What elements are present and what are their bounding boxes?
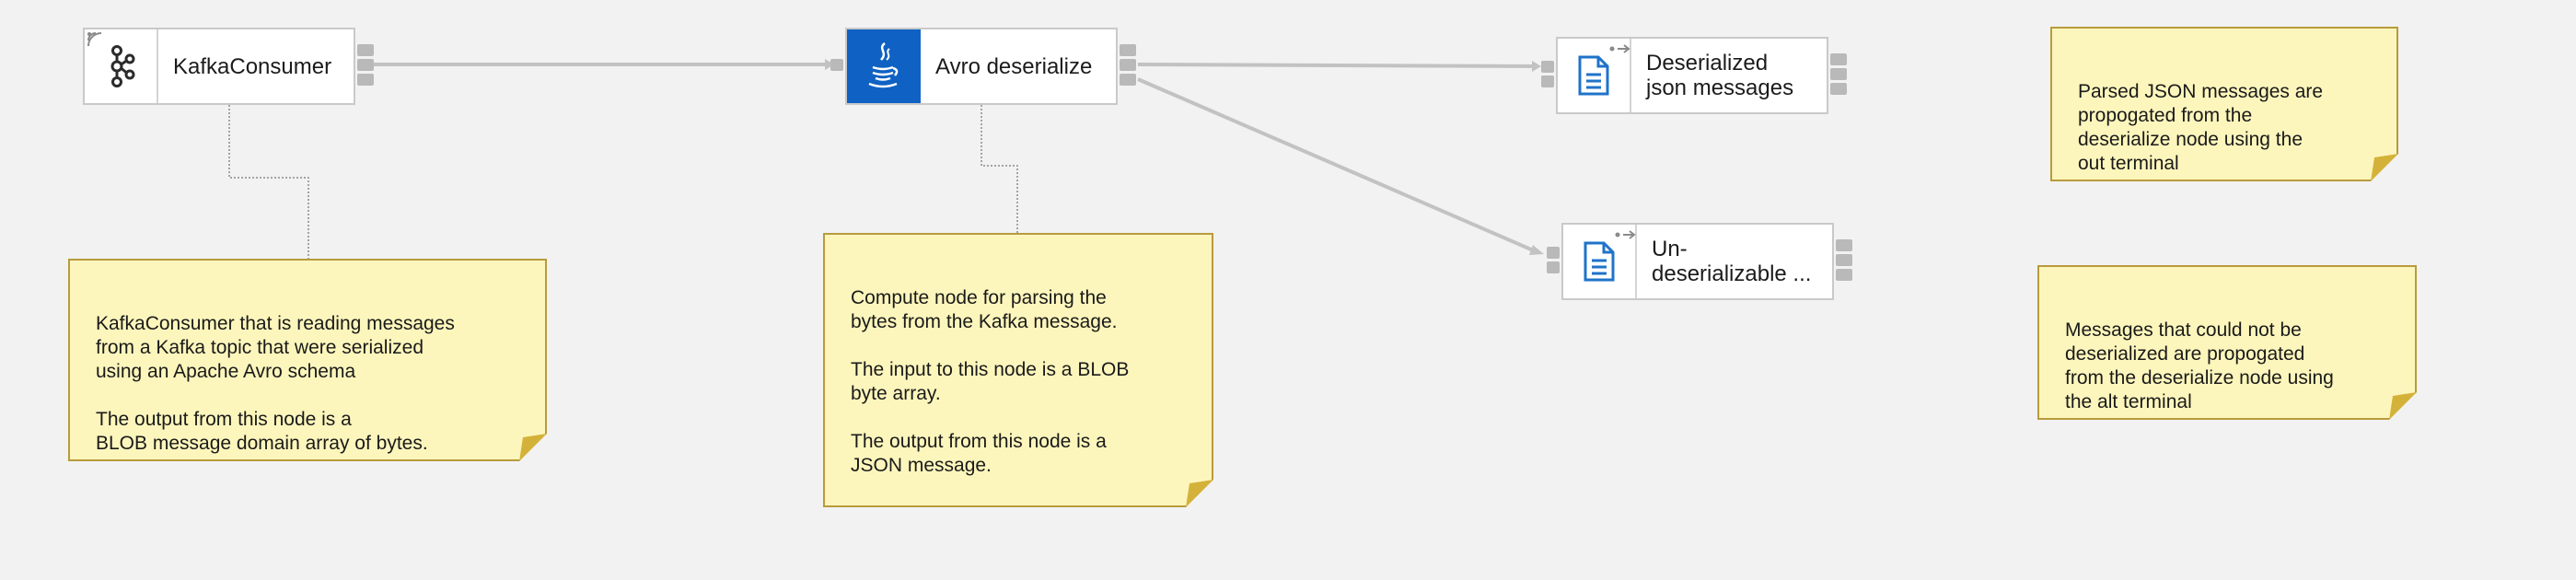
avro-alt-terminal[interactable] <box>1120 59 1136 71</box>
note-fold-corner <box>2389 392 2417 420</box>
failed-messages-note[interactable]: Messages that could not be deserialized … <box>2037 265 2417 420</box>
note-fold-corner <box>519 434 547 461</box>
java-cup-icon <box>868 42 899 88</box>
undeserializable-failure-terminal[interactable] <box>1836 254 1852 266</box>
kafka-out-terminal[interactable] <box>357 44 374 56</box>
avro-deserialize-node[interactable]: Avro deserialize <box>845 28 1118 105</box>
json-failure-terminal[interactable] <box>1830 68 1847 80</box>
compute-node-note[interactable]: Compute node for parsing the bytes from … <box>823 233 1213 507</box>
compute-note-connector <box>981 105 1018 233</box>
wire-kafka-to-avro-arrow <box>825 59 834 70</box>
input-signal-icon <box>87 32 102 47</box>
json-in-terminal-2[interactable] <box>1541 75 1554 87</box>
parsed-json-note[interactable]: Parsed JSON messages are propogated from… <box>2050 27 2398 181</box>
deserialized-json-node[interactable]: Deserialized json messages <box>1556 37 1828 114</box>
compute-node-note-text: Compute node for parsing the bytes from … <box>851 287 1130 476</box>
deserialized-json-label-line1: Deserialized <box>1646 51 1769 75</box>
avro-failure-terminal[interactable] <box>1120 74 1136 86</box>
json-node-icon-box <box>1558 39 1631 112</box>
kafka-icon <box>110 45 135 87</box>
output-arrow-icon <box>1615 230 1636 239</box>
document-icon <box>1584 241 1615 282</box>
kafka-node-icon-box <box>85 29 158 103</box>
deserialized-json-label-line2: json messages <box>1646 75 1794 100</box>
kafka-consumer-label: KafkaConsumer <box>173 53 332 79</box>
undeserializable-node[interactable]: Un- deserializable ... <box>1561 223 1834 300</box>
json-catch-terminal[interactable] <box>1830 83 1847 95</box>
deserialized-json-label: Deserialized json messages <box>1631 39 1803 112</box>
wire-avro-out-to-json[interactable] <box>1137 63 1536 68</box>
document-icon <box>1578 55 1609 96</box>
kafka-note-connector <box>228 105 309 259</box>
output-arrow-icon <box>1609 44 1630 53</box>
undeserializable-in-terminal-2[interactable] <box>1547 261 1560 273</box>
kafka-catch-terminal[interactable] <box>357 59 374 71</box>
undeserializable-label-line2: deserializable ... <box>1652 261 1812 286</box>
note-fold-corner <box>2371 154 2398 181</box>
kafka-consumer-node[interactable]: KafkaConsumer <box>83 28 355 105</box>
failed-messages-note-text: Messages that could not be deserialized … <box>2065 319 2334 412</box>
avro-in-terminal[interactable] <box>830 59 843 71</box>
wire-avro-out-arrow <box>1532 61 1541 72</box>
wire-avro-alt-to-undeserializable[interactable] <box>1137 77 1538 254</box>
undeserializable-catch-terminal[interactable] <box>1836 269 1852 281</box>
undeserializable-label-line1: Un- <box>1652 237 1688 261</box>
parsed-json-note-text: Parsed JSON messages are propogated from… <box>2078 81 2324 174</box>
undeserializable-label: Un- deserializable ... <box>1637 225 1820 298</box>
undeserializable-in-terminal[interactable] <box>1547 247 1560 259</box>
kafka-consumer-note[interactable]: KafkaConsumer that is reading messages f… <box>68 259 547 461</box>
kafka-consumer-note-text: KafkaConsumer that is reading messages f… <box>96 313 455 454</box>
avro-out-terminal[interactable] <box>1120 44 1136 56</box>
undeserializable-out-terminal[interactable] <box>1836 239 1852 251</box>
note-fold-corner <box>1186 480 1213 507</box>
avro-deserialize-label: Avro deserialize <box>935 53 1093 79</box>
kafka-failure-terminal[interactable] <box>357 74 374 86</box>
wire-avro-alt-arrow <box>1529 245 1544 255</box>
undeserializable-node-icon-box <box>1563 225 1637 298</box>
avro-node-icon-box <box>847 29 921 103</box>
json-in-terminal[interactable] <box>1541 61 1554 73</box>
json-out-terminal[interactable] <box>1830 53 1847 65</box>
